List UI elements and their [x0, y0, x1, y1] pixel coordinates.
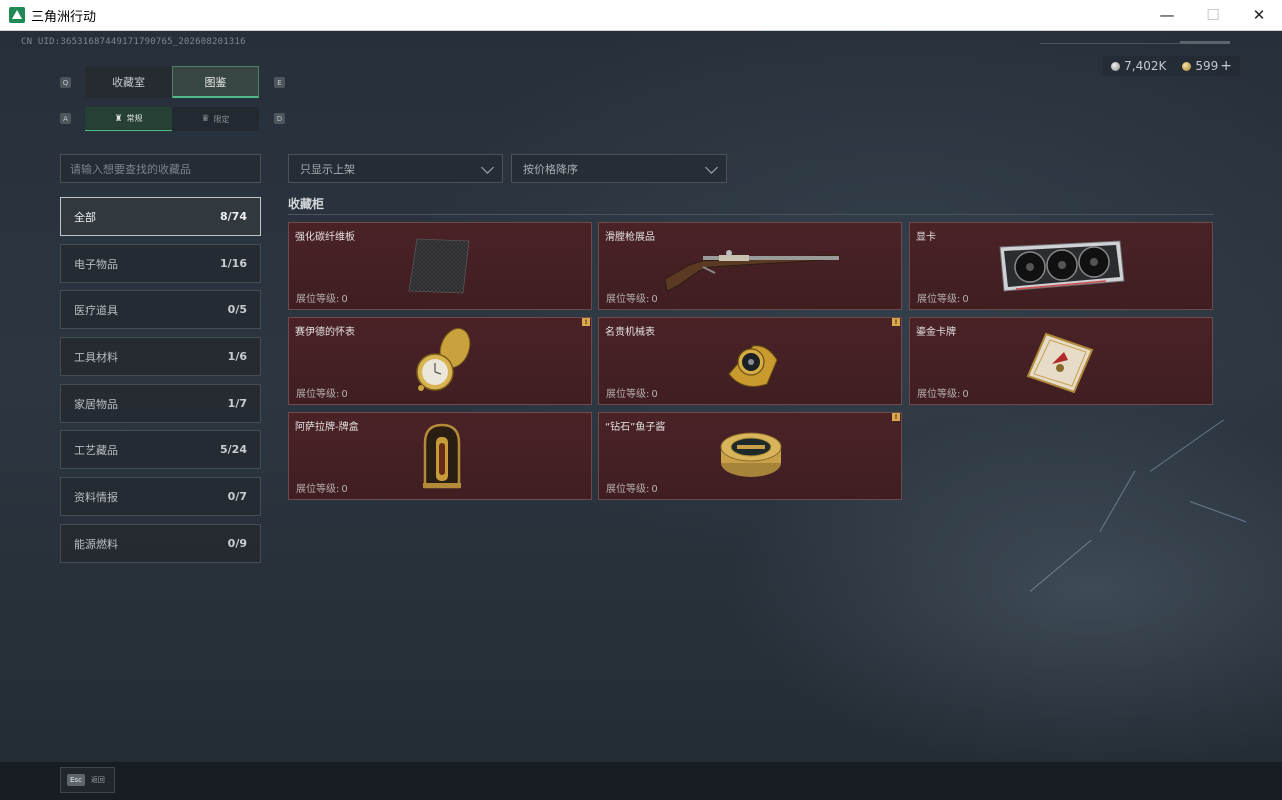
- item-name: 鎏金卡牌: [916, 327, 956, 338]
- shelf-filter-dropdown[interactable]: 只显示上架: [288, 154, 503, 183]
- item-card[interactable]: “钻石”鱼子酱 ! 展位等级:0: [598, 412, 902, 500]
- lightning-decoration: [1099, 470, 1136, 532]
- subtab-limited[interactable]: ♛ 限定: [201, 114, 230, 124]
- window-title: 三角洲行动: [31, 9, 97, 25]
- minimize-button[interactable]: —: [1159, 6, 1175, 24]
- item-name: 强化碳纤维板: [295, 232, 355, 243]
- key-hint-e: E: [274, 77, 285, 88]
- chevron-down-icon: [481, 161, 494, 174]
- pocket-watch-icon: [416, 328, 471, 391]
- game-screen: CN UID:365316874491717907​65_20260820131…: [0, 31, 1282, 800]
- item-card[interactable]: 显卡 展位等级:0: [909, 222, 1213, 310]
- section-title: 收藏柜: [288, 197, 325, 211]
- item-card[interactable]: 名贵机械表 ! 展位等级:0: [598, 317, 902, 405]
- wristwatch-icon: [728, 345, 778, 387]
- silver-currency: 7,402K: [1111, 59, 1166, 73]
- tab-collection-room[interactable]: 收藏室: [112, 76, 145, 89]
- tab-catalog[interactable]: 图鉴: [172, 66, 259, 98]
- silver-coin-icon: [1111, 62, 1121, 71]
- add-currency-button[interactable]: +: [1220, 58, 1232, 74]
- lightning-decoration: [1189, 501, 1247, 523]
- main-tabs: 收藏室 图鉴: [85, 66, 259, 98]
- gold-currency: 599+: [1182, 58, 1232, 74]
- caviar-tin-icon: [720, 432, 782, 477]
- bottom-bar: Esc 返回: [0, 762, 1282, 800]
- item-name: 滑膛枪展品: [605, 232, 655, 243]
- back-button[interactable]: Esc 返回: [60, 767, 115, 793]
- gold-coin-icon: [1182, 62, 1192, 71]
- item-card[interactable]: 强化碳纤维板 展位等级:0: [288, 222, 592, 310]
- new-badge-icon: !: [892, 413, 900, 421]
- gilded-card-icon: [1026, 332, 1094, 394]
- key-hint-a: A: [60, 113, 71, 124]
- booth-level: 展位等级:0: [296, 389, 348, 400]
- bottle-icon: ♜: [114, 113, 123, 124]
- sub-tabs: ♜ 常规 ♛ 限定: [85, 107, 259, 131]
- window-titlebar: 三角洲行动 — ☐ ✕: [0, 0, 1282, 31]
- key-hint-d: D: [274, 113, 285, 124]
- booth-level: 展位等级:0: [917, 294, 969, 305]
- subtab-regular[interactable]: ♜ 常规: [85, 107, 172, 131]
- currency-divider: [1040, 43, 1230, 44]
- section-divider: [288, 214, 1214, 215]
- item-card[interactable]: 滑膛枪展品 展位等级:0: [598, 222, 902, 310]
- back-label: 返回: [90, 776, 105, 784]
- maximize-button[interactable]: ☐: [1206, 6, 1220, 24]
- esc-key-icon: Esc: [67, 774, 85, 786]
- chevron-down-icon: [705, 161, 718, 174]
- booth-level: 展位等级:0: [296, 294, 348, 305]
- item-name: 显卡: [916, 232, 936, 243]
- item-name: 名贵机械表: [605, 327, 655, 338]
- item-card[interactable]: 鎏金卡牌 展位等级:0: [909, 317, 1213, 405]
- graphics-card-icon: [999, 240, 1125, 292]
- new-badge-icon: !: [892, 318, 900, 326]
- key-hint-q: Q: [60, 77, 71, 88]
- booth-level: 展位等级:0: [296, 484, 348, 495]
- close-button[interactable]: ✕: [1252, 6, 1266, 24]
- app-logo-icon: [9, 7, 25, 23]
- new-badge-icon: !: [582, 318, 590, 326]
- crown-icon: ♛: [201, 114, 210, 124]
- sort-dropdown[interactable]: 按价格降序: [511, 154, 727, 183]
- booth-level: 展位等级:0: [606, 294, 658, 305]
- search-input[interactable]: 请输入想要查找的收藏品: [60, 154, 261, 183]
- window-controls: — ☐ ✕: [1144, 0, 1282, 31]
- item-name: “钻石”鱼子酱: [605, 422, 666, 433]
- carbon-plate-icon: [408, 238, 470, 294]
- item-card[interactable]: 赛伊德的怀表 ! 展位等级:0: [288, 317, 592, 405]
- card-box-icon: [423, 423, 461, 489]
- booth-level: 展位等级:0: [606, 484, 658, 495]
- user-uid: CN UID:365316874491717907​65_20260820131…: [21, 37, 246, 47]
- musket-icon: [664, 250, 841, 292]
- booth-level: 展位等级:0: [917, 389, 969, 400]
- item-card[interactable]: 阿萨拉牌-牌盒 展位等级:0: [288, 412, 592, 500]
- lightning-decoration: [1029, 539, 1092, 592]
- booth-level: 展位等级:0: [606, 389, 658, 400]
- item-name: 阿萨拉牌-牌盒: [295, 422, 359, 433]
- lightning-decoration: [1149, 419, 1225, 472]
- currency-divider-accent: [1180, 41, 1230, 44]
- currency-bar: 7,402K 599+: [1103, 56, 1240, 76]
- item-name: 赛伊德的怀表: [295, 327, 355, 338]
